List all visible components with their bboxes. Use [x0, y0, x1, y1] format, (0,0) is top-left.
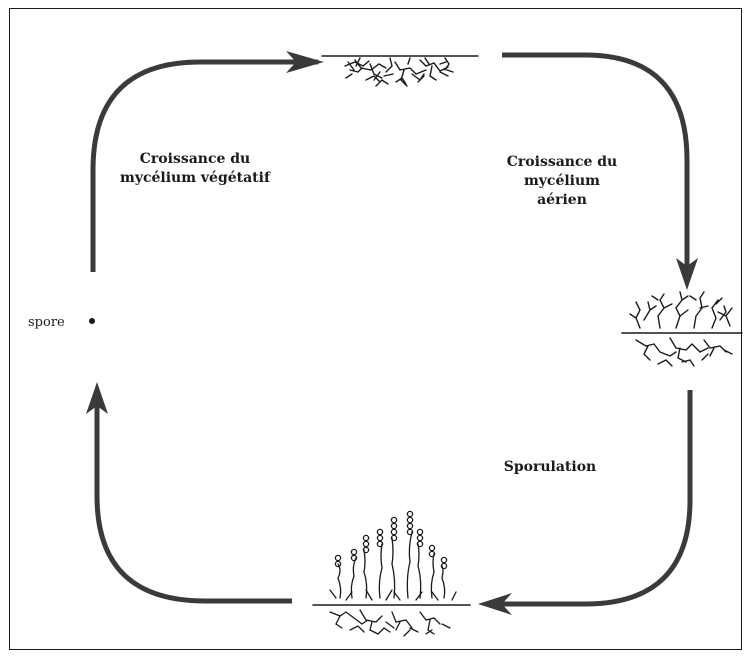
sporulating-colony [312, 510, 471, 637]
arrow-sporulation-to-spore [94, 405, 292, 604]
label-aerial-line3: aérien [537, 192, 587, 208]
label-spore: spore [28, 315, 65, 330]
vegetative-mycelium [321, 55, 479, 87]
arrow-aerial-to-sporulation [500, 390, 693, 607]
label-vegetative-line1: Croissance du [139, 151, 251, 167]
label-aerial-line1: Croissance du [506, 154, 618, 170]
figure-frame [9, 8, 742, 650]
spore-dot [89, 318, 95, 324]
arrowhead-top [286, 51, 324, 73]
arrow-vegetative-to-aerial [502, 52, 690, 268]
arrow-spore-to-vegetative [90, 59, 318, 272]
label-aerial-line2: mycélium [523, 173, 600, 189]
arrowhead-bottom [478, 593, 512, 615]
arrowhead-right [676, 258, 698, 290]
label-vegetative-line2: mycélium végétatif [120, 170, 270, 186]
label-vegetative-growth: Croissance du mycélium végétatif [95, 150, 295, 188]
arrowhead-left [86, 382, 108, 414]
label-aerial-growth: Croissance du mycélium aérien [472, 153, 652, 210]
label-sporulation: Sporulation [503, 459, 597, 475]
aerial-mycelium [621, 291, 743, 367]
